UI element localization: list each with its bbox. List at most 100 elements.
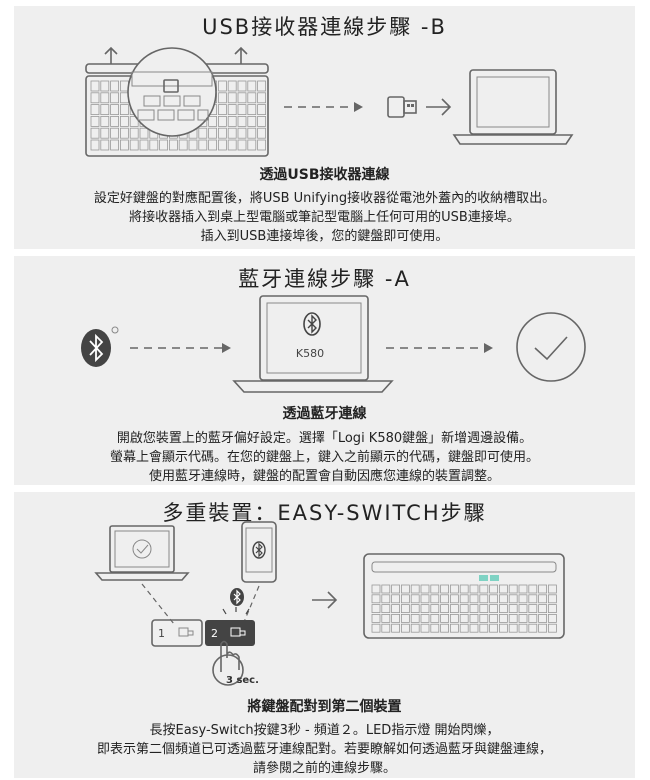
keycap	[400, 604, 410, 613]
usb-section-title: USB接收器連線步驟 -B	[202, 15, 447, 39]
keycap	[237, 92, 247, 104]
keycap	[410, 584, 420, 594]
keycap	[217, 139, 227, 151]
keycap	[217, 104, 227, 115]
keycap	[469, 584, 479, 594]
bluetooth-line-1: 開啟您裝置上的藍牙偏好設定。選擇「Logi K580鍵盤」新增週邊設備。	[116, 431, 533, 446]
laptop-label: K580	[295, 347, 325, 360]
keycap	[90, 92, 100, 104]
keycap	[90, 127, 100, 139]
keycap	[100, 80, 110, 92]
keycap	[449, 614, 459, 623]
keycap	[498, 614, 508, 623]
keycap	[440, 614, 450, 623]
keycap	[257, 92, 267, 104]
keycap	[489, 584, 499, 594]
keycap	[217, 80, 227, 92]
laptop-icon	[232, 295, 394, 393]
keycap	[508, 623, 518, 633]
keycap	[430, 614, 440, 623]
keycap	[528, 623, 538, 633]
usb-receiver-icon	[387, 96, 417, 118]
keycap	[237, 116, 247, 127]
bluetooth-icon	[81, 326, 119, 367]
keycap	[129, 127, 139, 139]
keycap	[469, 594, 479, 604]
keycap	[381, 614, 391, 623]
keycap	[198, 127, 208, 139]
keycap	[528, 584, 538, 594]
keycap	[479, 604, 489, 613]
arrow-right-icon	[426, 98, 452, 116]
easy-switch-key-1-label: 1	[158, 627, 165, 640]
keycap	[100, 139, 110, 151]
keycap	[420, 584, 430, 594]
bluetooth-section-title: 藍牙連線步驟 -A	[238, 267, 411, 291]
keycap	[247, 104, 257, 115]
keycap	[459, 584, 469, 594]
keycap	[110, 80, 119, 92]
keycap	[469, 604, 479, 613]
keycap	[237, 80, 247, 92]
easy-switch-section-title: 多重裝置：EASY-SWITCH步驟	[162, 501, 487, 525]
keycap	[518, 614, 528, 623]
keycap	[257, 104, 267, 115]
keycap	[208, 116, 218, 127]
bluetooth-line-3: 使用藍牙連線時，鍵盤的配置會自動因應您連線的裝置調整。	[148, 469, 500, 484]
keycap	[538, 594, 547, 604]
keycap	[489, 594, 499, 604]
bluetooth-line-2: 螢幕上會顯示代碼。在您的鍵盤上，鍵入之前顯示的代碼，鍵盤即可使用。	[109, 450, 539, 465]
keycap	[391, 594, 401, 604]
easy-switch-section: 多重裝置：EASY-SWITCH步驟	[14, 492, 635, 778]
keycap	[391, 604, 401, 613]
keycap	[508, 584, 518, 594]
keycap	[400, 594, 410, 604]
arrow-up-icon	[104, 46, 248, 64]
keycap	[391, 614, 401, 623]
usb-subtitle: 透過USB接收器連線	[259, 167, 390, 183]
laptop-icon	[452, 69, 574, 145]
keycap	[100, 127, 110, 139]
keycap	[449, 623, 459, 633]
bluetooth-subtitle: 透過藍牙連線	[282, 406, 367, 422]
keycap	[90, 80, 100, 92]
keycap	[548, 614, 557, 623]
keycap	[120, 80, 129, 92]
keycap	[227, 127, 237, 139]
keycap	[479, 594, 489, 604]
keycap	[508, 594, 518, 604]
keycap	[538, 614, 547, 623]
keycap	[410, 614, 420, 623]
keycap	[100, 116, 110, 127]
keycap	[257, 127, 267, 139]
keycap	[257, 80, 267, 92]
keycap	[459, 604, 469, 613]
keycap	[381, 594, 391, 604]
keycap	[479, 623, 489, 633]
keycap	[208, 139, 218, 151]
keycap	[410, 623, 420, 633]
keycap	[257, 116, 267, 127]
keycap	[479, 614, 489, 623]
keycap	[548, 594, 557, 604]
usb-illustration	[85, 46, 574, 157]
dashed-arrow-icon	[284, 102, 363, 112]
easy-switch-line-2: 即表示第二個頻道已可透過藍牙連線配對。若要瞭解如何透過藍牙與鍵盤連線，	[96, 742, 552, 757]
usb-line-1: 設定好鍵盤的對應配置後，將USB Unifying接收器從電池外蓋內的收納槽取出…	[93, 191, 556, 206]
keycap	[237, 127, 247, 139]
keycap	[227, 116, 237, 127]
keycap	[110, 127, 119, 139]
keycap	[237, 104, 247, 115]
usb-line-3: 插入到USB連接埠後，您的鍵盤即可使用。	[200, 229, 449, 244]
press-hold-icon	[212, 640, 244, 686]
keycap	[247, 139, 257, 151]
keycap	[420, 614, 430, 623]
keycap	[440, 604, 450, 613]
keycap	[440, 594, 450, 604]
bluetooth-section: 藍牙連線步驟 -A K580	[14, 256, 635, 485]
keycap	[459, 614, 469, 623]
keycap	[430, 594, 440, 604]
keycap	[120, 127, 129, 139]
keycap	[110, 139, 119, 151]
keycap	[371, 623, 381, 633]
